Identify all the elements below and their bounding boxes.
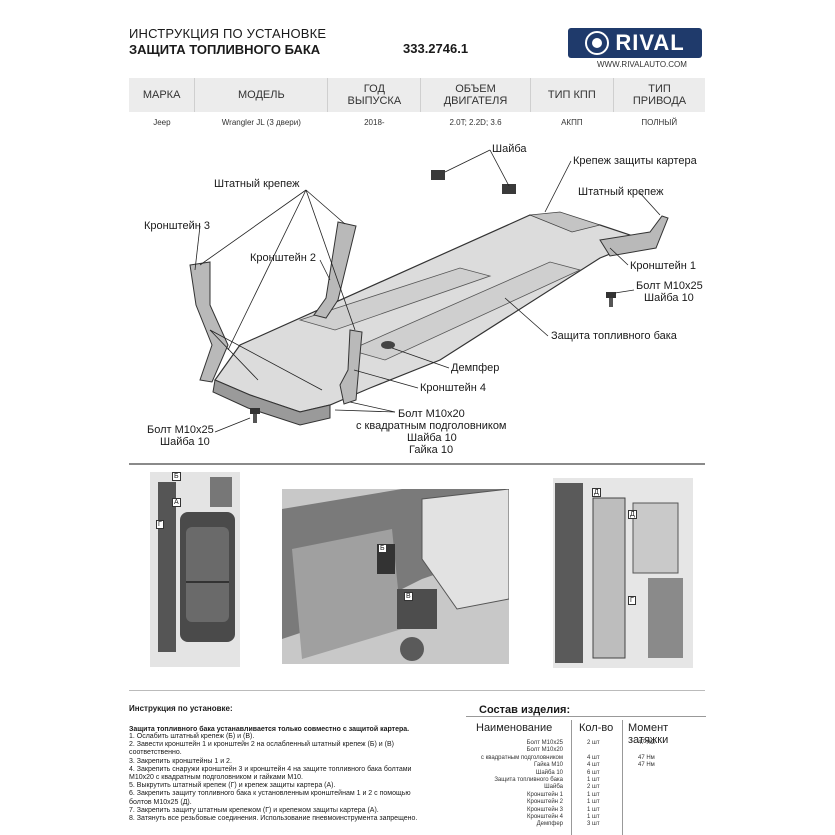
callout-standard-mount-right: Штатный крепеж [578, 186, 664, 198]
instruction-step: 3. Закрепить кронштейны 1 и 2. [129, 757, 232, 765]
spec-col-gearbox: ТИП КПП [529, 78, 614, 112]
spec-col-brand: МАРКА [129, 78, 195, 112]
photo-middle-label-v: В [404, 592, 413, 601]
photo-right-label-d2: Д [628, 510, 637, 519]
spec-drive: ПОЛНЫЙ [641, 117, 678, 127]
detail-photo-middle [282, 489, 509, 664]
parts-col-torque: Момент затяжки [628, 722, 669, 746]
parts-col-name: Наименование [476, 722, 553, 734]
logo-wordmark: RIVAL [615, 30, 685, 55]
callout-washer: Шайба [492, 143, 527, 155]
photo-right-label-g: Г [628, 596, 636, 605]
callout-bolt-center-4: Гайка 10 [409, 444, 454, 456]
callout-bolt-right-2: Шайба 10 [644, 292, 694, 304]
section-divider-2 [129, 690, 705, 691]
instructions-title: Инструкция по установке: [129, 704, 233, 713]
photo-middle-label-b: Б [378, 544, 387, 553]
section-divider [129, 463, 705, 465]
photo-left-label-a: А [172, 498, 181, 507]
instruction-step: 8. Затянуть все резьбовые соединения. Ис… [129, 815, 418, 823]
detail-photo-left [150, 472, 240, 667]
photo-right-label-d1: Д [592, 488, 601, 497]
parts-title: Состав изделия: [479, 704, 571, 716]
callout-bracket-2: Кронштейн 2 [250, 252, 316, 264]
header-title-line2: ЗАЩИТА ТОПЛИВНОГО БАКА [129, 42, 321, 57]
callout-bracket-3: Кронштейн 3 [144, 220, 210, 232]
bracket-3-shape [189, 261, 229, 383]
parts-col-separator [622, 720, 623, 835]
photo-left-label-b: Б [172, 472, 181, 481]
callout-bolt-center-1: Болт М10х20 [398, 408, 465, 420]
bracket-4-shape [339, 329, 363, 405]
instruction-step: 5. Выкрутить штатный крепеж (Г) и крепеж… [129, 782, 336, 790]
website-link[interactable]: WWW.RIVALAUTO.COM [597, 60, 687, 69]
callout-crankcase-mount: Крепеж защиты картера [573, 155, 697, 167]
assembly-drawing [189, 149, 669, 433]
spec-brand: Jeep [153, 117, 171, 127]
spec-model: Wrangler JL (3 двери) [221, 117, 301, 127]
instruction-step: 2. Завести кронштейн 1 и кронштейн 2 на … [129, 741, 394, 749]
instruction-step: 1. Ослабить штатный крепеж (Б) и (В). [129, 733, 255, 740]
parts-table-header: Наименование Кол-во Момент затяжки [466, 720, 706, 835]
washer-top-shape [431, 170, 445, 180]
logo-emblem-icon [585, 31, 610, 55]
bolt-right-shape [606, 292, 616, 307]
tank-guard-plate [212, 211, 647, 426]
parts-col-qty: Кол-во [579, 722, 614, 734]
leader-lines [194, 149, 661, 433]
spec-gearbox: АКПП [561, 117, 583, 127]
callout-bracket-1: Кронштейн 1 [630, 260, 696, 272]
detail-photo-right [553, 478, 693, 668]
header-title-line1: ИНСТРУКЦИЯ ПО УСТАНОВКЕ [129, 26, 327, 41]
instruction-step: 4. Закрепить снаружи кронштейн 3 и кронш… [129, 765, 412, 773]
callout-standard-mount-left: Штатный крепеж [214, 178, 300, 190]
washer-right-shape [502, 184, 516, 194]
callout-bolt-left-2: Шайба 10 [160, 436, 210, 448]
spec-year: 2018- [364, 117, 385, 127]
instruction-step: болтов М10х25 (Д). [129, 798, 192, 806]
bracket-1-shape [599, 215, 669, 257]
callout-damper: Демпфер [451, 362, 500, 374]
parts-col-separator [571, 720, 572, 835]
callout-bolt-left-1: Болт М10х25 [147, 424, 214, 436]
spec-col-model: МОДЕЛЬ [194, 78, 328, 112]
instruction-step: соответственно. [129, 749, 182, 757]
instructions-heading: Защита топливного бака устанавливается т… [129, 726, 410, 733]
callout-bolt-center-3: Шайба 10 [407, 432, 457, 444]
parts-header-rule [466, 716, 706, 717]
callout-bolt-right-1: Болт М10х25 [636, 280, 703, 292]
spec-value-row: Jeep Wrangler JL (3 двери) 2018- 2.0T; 2… [129, 112, 705, 132]
instruction-step: 7. Закрепить защиту штатным крепежом (Г)… [129, 806, 379, 814]
bolt-left-shape [250, 408, 260, 423]
parts-row: Болт М10х20 [526, 747, 563, 754]
instruction-step: М10х20 с квадратным подголовником и гайк… [129, 774, 303, 782]
spec-engine: 2.0T; 2.2D; 3.6 [449, 117, 502, 127]
rival-logo: RIVAL [568, 28, 702, 58]
callout-bracket-4: Кронштейн 4 [420, 382, 486, 394]
instruction-step: 6. Закрепить защиту топливного бака к ус… [129, 790, 411, 798]
callout-tank-guard: Защита топливного бака [551, 330, 677, 342]
callout-bolt-center-2: с квадратным подголовником [356, 420, 507, 432]
article-number: 333.2746.1 [403, 41, 469, 56]
instructions-steps: 1. Ослабить штатный крепеж (Б) и (В). 2.… [129, 733, 459, 823]
bracket-2-shape [313, 221, 357, 319]
photo-left-label-g: Г [156, 520, 164, 529]
